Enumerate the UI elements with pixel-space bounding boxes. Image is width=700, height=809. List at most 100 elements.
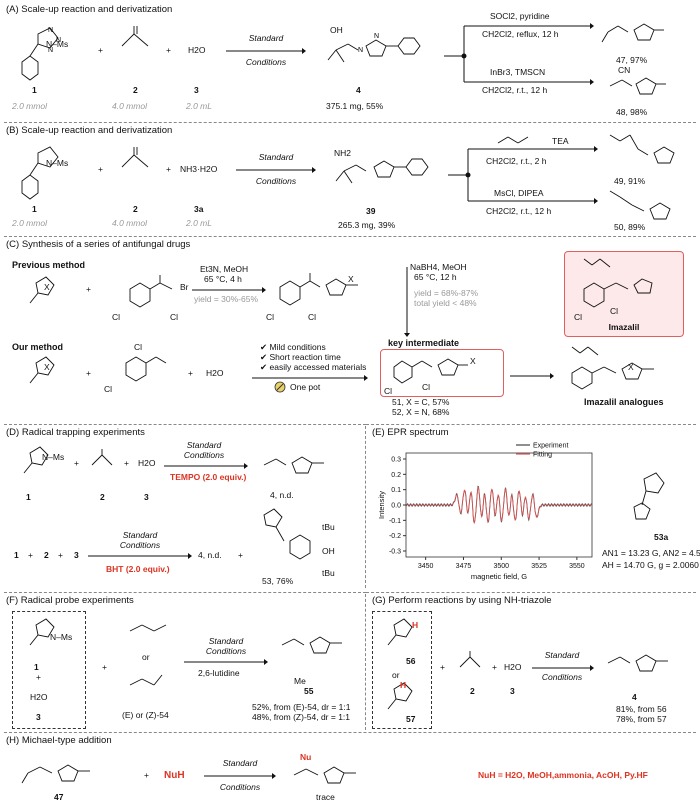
- our-method-label: Our method: [12, 342, 63, 352]
- cl-label: Cl: [308, 312, 317, 322]
- yield-e-54: 52%, from (E)-54, dr = 1:1: [252, 702, 351, 712]
- reaction-arrow: [252, 375, 368, 381]
- water-label: H2O: [188, 45, 206, 55]
- compound-3-label: 3: [144, 492, 149, 502]
- plus-sign: +: [440, 662, 445, 672]
- amount-3: 2.0 mL: [186, 101, 212, 111]
- svg-text:N: N: [358, 47, 363, 54]
- panel-c-title: (C) Synthesis of a series of antifungal …: [6, 239, 191, 250]
- panel-a-title: (A) Scale-up reaction and derivatization: [6, 4, 173, 15]
- panel-g: (G) Perform reactions by using NH-triazo…: [366, 592, 696, 730]
- analogue-structure: [571, 346, 654, 390]
- compound-2-label: 2: [133, 204, 138, 214]
- panel-h: (H) Michael-type addition 47 + NuH Stand…: [4, 732, 696, 806]
- nuh-reagent: NuH: [164, 770, 185, 781]
- panel-c: (C) Synthesis of a series of antifungal …: [4, 236, 696, 397]
- cond-line2: Conditions: [245, 57, 287, 67]
- compound-3-label: 3: [36, 712, 41, 722]
- plus-sign: +: [58, 550, 63, 560]
- compound-1-structure: [23, 446, 49, 474]
- water-label: H2O: [138, 458, 156, 468]
- cond-line1: Standard: [186, 440, 222, 450]
- compound-2-label: 2: [44, 550, 49, 560]
- result-4-nd: 4, n.d.: [198, 550, 222, 560]
- dichlorostyrene-structure: [125, 356, 167, 382]
- panel-g-title: (G) Perform reactions by using NH-triazo…: [372, 595, 552, 606]
- reaction-arrow: [236, 167, 316, 173]
- key-intermediate-label: key intermediate: [388, 338, 460, 348]
- result-4-nd: 4, n.d.: [270, 490, 294, 500]
- cond-line2: Conditions: [183, 450, 225, 460]
- yield-39: 265.3 mg, 39%: [338, 220, 396, 230]
- plus-sign: +: [98, 45, 103, 55]
- cond-line2: Conditions: [541, 672, 583, 682]
- plus-sign: +: [36, 672, 41, 682]
- cond-line1: Standard: [248, 33, 284, 43]
- top-reagent: SOCl2, pyridine: [490, 11, 550, 21]
- compound-3-label: 3: [74, 550, 79, 560]
- fork-arrows: [448, 146, 598, 204]
- panel-a: (A) Scale-up reaction and derivatization…: [4, 2, 696, 120]
- feature-1: ✔ Mild conditions: [260, 342, 326, 352]
- x-axis-label: magnetic field, G: [471, 572, 527, 581]
- cl-label: Cl: [422, 382, 431, 392]
- compound-2-structure: [459, 651, 481, 668]
- compound-1-label: 1: [26, 492, 31, 502]
- tbu-label: tBu: [322, 522, 335, 532]
- key-intermediate-box: [380, 349, 504, 397]
- cl-label: Cl: [610, 306, 619, 316]
- ms-label: N–Ms: [50, 632, 73, 642]
- compound-1-structure: NNN: [21, 27, 61, 81]
- e-54-structure: [129, 624, 167, 632]
- compound-47-structure: [21, 764, 90, 784]
- step1-reagent: Et3N, MeOH: [200, 264, 249, 274]
- x-atom: X: [470, 356, 476, 366]
- panel-e-title: (E) EPR spectrum: [372, 427, 449, 438]
- y-tick-label: 0.2: [391, 472, 401, 479]
- yield-4: 375.1 mg, 55%: [326, 101, 384, 111]
- bromoketone-structure: [129, 275, 173, 308]
- plus-sign: +: [74, 458, 79, 468]
- step2-yield: yield = 68%-87%: [414, 288, 479, 298]
- plus-sign: +: [188, 368, 193, 378]
- cl-label: Cl: [112, 312, 121, 322]
- analogues-label: Imazalil analogues: [584, 397, 664, 407]
- panel-d: (D) Radical trapping experiments N–Ms 1 …: [4, 424, 366, 590]
- cl-label: Cl: [574, 312, 583, 322]
- cond-line2: Conditions: [205, 646, 247, 656]
- panel-h-title: (H) Michael-type addition: [6, 735, 112, 746]
- reagent-tea: TEA: [552, 136, 569, 146]
- amount-3: 2.0 mL: [186, 218, 212, 228]
- plus-sign: +: [166, 164, 171, 174]
- compound-49-structure: [609, 134, 675, 164]
- x-atom: X: [44, 282, 50, 292]
- compound-4-label: 4: [356, 85, 361, 95]
- compound-53a-structure: [633, 472, 665, 520]
- compound-2-label: 2: [100, 492, 105, 502]
- product-53-label: 53, 76%: [262, 576, 294, 586]
- hyperfine-1: AN1 = 13.23 G, AN2 = 4.58 G: [602, 548, 700, 558]
- compound-3-label: 3: [194, 85, 199, 95]
- panel-b: (B) Scale-up reaction and derivatization…: [4, 122, 696, 234]
- oh-label: OH: [330, 25, 343, 35]
- compound-51-52-structure: [393, 358, 468, 384]
- compound-47-structure: [601, 23, 664, 43]
- compound-4-structure: NN: [327, 33, 421, 63]
- me-label: Me: [294, 676, 306, 686]
- compound-2-structure: [121, 26, 149, 47]
- cl-label: Cl: [134, 342, 143, 352]
- reaction-arrow: [226, 48, 306, 54]
- svg-text:N: N: [56, 37, 61, 44]
- divider: [365, 426, 366, 588]
- bht-label: BHT (2.0 equiv.): [106, 565, 170, 574]
- cl-label: Cl: [384, 386, 393, 396]
- compound-3a-label: 3a: [194, 204, 204, 214]
- oh-label: OH: [322, 546, 335, 556]
- plus-sign: +: [144, 770, 149, 780]
- compound-47-label: 47: [54, 792, 64, 802]
- x-tick-label: 3475: [456, 563, 472, 570]
- cond-line2: Conditions: [255, 176, 297, 186]
- fork-arrows: [444, 23, 594, 85]
- panel-d-title: (D) Radical trapping experiments: [6, 427, 145, 438]
- amount-1: 2.0 mmol: [12, 101, 47, 111]
